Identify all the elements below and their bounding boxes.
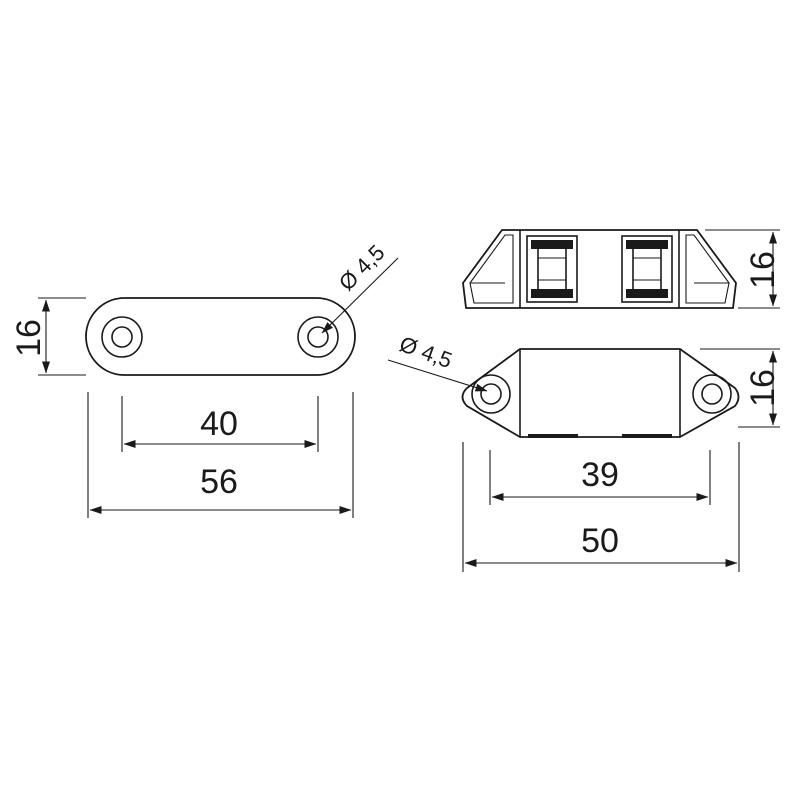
left-height-dimension: 16: [10, 297, 86, 376]
left-height-label: 16: [10, 319, 48, 357]
right-hole-right: [692, 374, 732, 414]
right-length-label: 50: [581, 522, 619, 560]
right-hole-spacing-dimension: 39: [489, 450, 711, 505]
right-diameter-label: Ø 4,5: [396, 331, 455, 373]
right-hole-left: [471, 374, 511, 414]
counter-plate-outline: [85, 297, 356, 376]
magnet-right: [621, 235, 673, 303]
left-hole-spacing-label: 40: [200, 405, 238, 443]
catch-top-height-dimension: 16: [700, 348, 782, 428]
right-length-dimension: 50: [462, 442, 740, 572]
catch-top-outline: [461, 348, 740, 438]
catch-side-height-label: 16: [744, 251, 782, 289]
left-hole-right: [297, 316, 339, 358]
magnet-left: [526, 235, 578, 303]
right-diameter-callout: Ø 4,5: [387, 331, 488, 392]
left-length-dimension: 56: [87, 392, 354, 518]
catch-side-outline: [462, 229, 737, 309]
left-diameter-label: Ø 4,5: [334, 240, 390, 296]
catch-top-height-label: 16: [744, 369, 782, 407]
catch-top-view: 16 39 50 Ø 4,5: [387, 331, 782, 572]
catch-side-height-dimension: 16: [705, 229, 782, 309]
left-hole-left: [101, 316, 143, 358]
left-length-label: 56: [200, 463, 238, 501]
right-hole-spacing-label: 39: [581, 456, 619, 494]
counter-plate-view: 16 40 56 Ø 4,5: [10, 240, 399, 518]
catch-side-view: 16: [462, 229, 782, 309]
left-hole-spacing-dimension: 40: [121, 396, 319, 452]
